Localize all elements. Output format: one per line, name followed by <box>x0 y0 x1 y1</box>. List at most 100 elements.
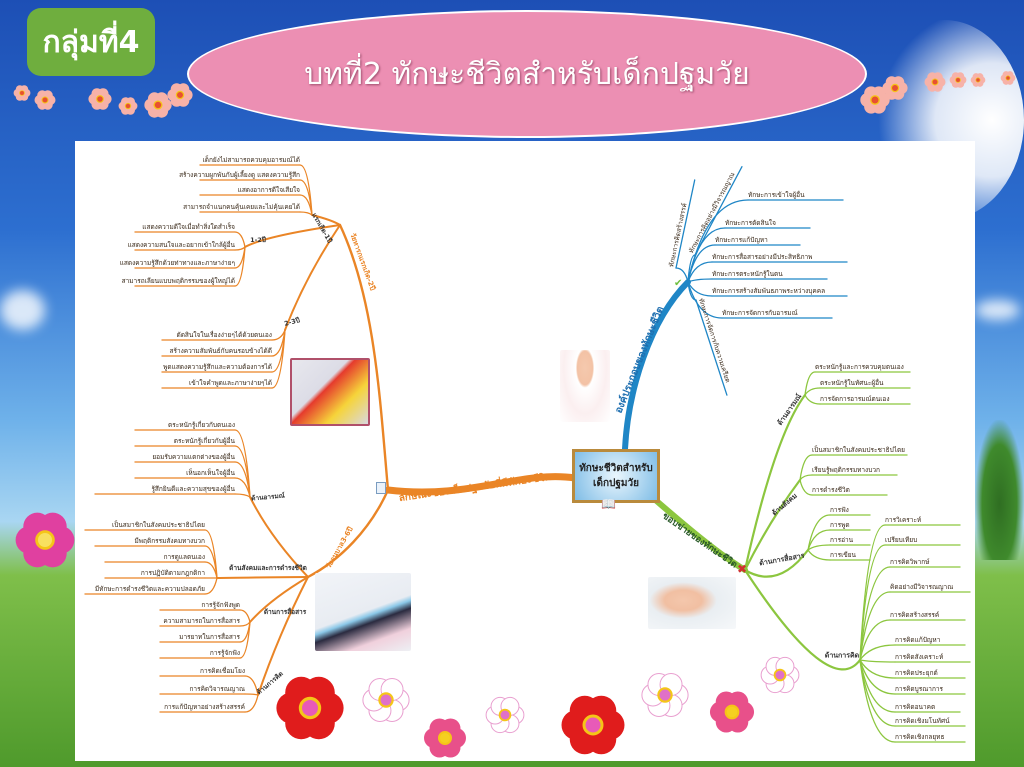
mindmap-leaf: สร้างความสัมพันธ์กับคนรอบข้างได้ดี <box>162 347 272 356</box>
mindmap-leaf-text: การดูแลตนเอง <box>163 553 205 561</box>
mindmap-leaf: เห็นอกเห็นใจผู้อื่น <box>135 469 235 478</box>
mindmap-leaf-text: การคิดอนาคต <box>895 703 936 711</box>
mindmap-leaf: สามารถเลียนแบบพฤติกรรมของผู้ใหญ่ได้ <box>122 277 235 286</box>
photo-baby-headphones <box>648 577 736 629</box>
mindmap-leaf-text: มีทักษะการดำรงชีวิตและความปลอดภัย <box>94 585 205 593</box>
book-icon: 📖 <box>601 497 616 511</box>
mindmap-leaf: การดูแลตนเอง <box>105 553 205 562</box>
cross-icon: ✖ <box>737 562 748 576</box>
mindmap-leaf-text: ตระหนักรู้ในทัศนะผู้อื่น <box>820 379 884 387</box>
mindmap-leaf-text: การปฏิบัติตามกฎกติกา <box>140 569 205 577</box>
mindmap-leaf: การคิดเชิงกลยุทธ <box>895 733 965 742</box>
mindmap-leaf: ตัดสินใจในเรื่องง่ายๆได้ด้วยตนเอง <box>162 331 272 340</box>
mindmap-leaf-text: ทักษะการแก้ปัญหา <box>715 236 768 244</box>
mindmap-leaf-text: ตระหนักรู้เกี่ยวกับผู้อื่น <box>173 437 235 445</box>
mindmap-leaf-text: ทักษะการจัดการกับอารมณ์ <box>722 309 798 317</box>
mindmap-leaf-text: เข้าใจคำพูดและภาษาง่ายๆได้ <box>189 379 272 387</box>
mindmap-leaf: ยอมรับความแตกต่างของผู้อื่น <box>135 453 235 462</box>
daisy-icon <box>13 85 31 101</box>
photo-toddler-at-desk <box>290 358 370 426</box>
mindmap-leaf: ทักษะการจัดการกับอารมณ์ <box>722 309 832 318</box>
mindmap-leaf: ทักษะการสื่อสารอย่างมีประสิทธิภาพ <box>712 253 847 262</box>
mindmap-leaf-text: การคิดเชื่อมโยง <box>200 667 245 675</box>
mindmap-leaf-text: สร้างความสัมพันธ์กับคนรอบข้างได้ดี <box>169 347 272 355</box>
mindmap-leaf: การคิดอนาคต <box>895 703 960 712</box>
mindmap-leaf-text: การคิดสร้างสรรค์ <box>890 611 940 619</box>
mindmap-leaf: ตระหนักรู้ในทัศนะผู้อื่น <box>820 379 910 388</box>
daisy-icon <box>167 83 193 107</box>
mindmap-leaf-text: การคิดประยุกต์ <box>895 669 938 677</box>
daisy-icon <box>118 97 138 115</box>
group-label-green: ด้านการคิด <box>824 651 860 660</box>
mindmap-leaf: ตระหนักรู้และการควบคุมตนเอง <box>815 363 910 372</box>
mindmap-leaf-text: เป็นสมาชิกในสังคมประชาธิปไตย <box>812 446 905 454</box>
mindmap-leaf: เปรียบเทียบ <box>885 536 960 545</box>
mindmap-leaf: การคิดประยุกต์ <box>895 669 965 678</box>
mindmap-leaf: การคิดสร้างสรรค์ <box>890 611 965 620</box>
mindmap-leaf: รู้สึกยินดีและความสุขของผู้อื่น <box>95 485 235 494</box>
mindmap-leaf-text: แสดงความสนใจและอยากเข้าใกล้ผู้อื่น <box>127 241 235 249</box>
tree <box>975 420 1024 560</box>
mindmap-leaf: ตระหนักรู้เกี่ยวกับผู้อื่น <box>135 437 235 446</box>
mindmap-leaf-text: การคิดวิจารณญาณ <box>189 685 246 693</box>
mindmap-leaf: การคิดบูรณาการ <box>895 685 965 694</box>
group-badge: กลุ่มที่4 <box>27 8 155 76</box>
photo-baby-sitting <box>560 350 610 422</box>
mindmap-leaf-text: เปรียบเทียบ <box>885 536 918 544</box>
mindmap-leaf-text: การฟัง <box>830 506 849 514</box>
mindmap-leaf: แสดงความดีใจเมื่อทำสิ่งใดสำเร็จ <box>135 223 235 232</box>
mindmap-leaf-text: การคิดบูรณาการ <box>895 685 944 693</box>
mindmap-leaf-text: สามารถเลียนแบบพฤติกรรมของผู้ใหญ่ได้ <box>121 277 235 285</box>
mindmap-leaf-text: ทักษะการเข้าใจผู้อื่น <box>748 191 805 199</box>
check-icon: ✔ <box>674 278 683 289</box>
mindmap-leaf-text: การวิเคราะห์ <box>885 516 922 524</box>
mindmap-leaf-text: ตัดสินใจในเรื่องง่ายๆได้ด้วยตนเอง <box>176 331 272 339</box>
mindmap-leaf-text: การรู้จักฟังพูด <box>201 601 240 609</box>
mindmap-leaf-text: การคิดวิพากษ์ <box>890 558 930 566</box>
mindmap-leaf: พูดแสดงความรู้สึกและความต้องการได้ <box>162 363 272 372</box>
mindmap-center-topic: ทักษะชีวิตสำหรับเด็กปฐมวัย <box>572 449 660 503</box>
mindmap-leaf: การวิเคราะห์ <box>885 516 960 525</box>
mindmap-leaf: การคิดวิจารณญาณ <box>160 685 246 694</box>
mindmap-leaf-text: สามารถจำแนกคนคุ้นเคยและไม่คุ้นเคยได้ <box>183 203 300 211</box>
mindmap-leaf: การคิดแก้ปัญหา <box>895 636 965 645</box>
mindmap-leaf: การคิดสังเคราะห์ <box>895 653 970 662</box>
slide-title: บทที่2 ทักษะชีวิตสำหรับเด็กปฐมวัย <box>187 10 867 138</box>
mindmap-leaf: การจัดการอารมณ์ตนเอง <box>820 395 910 404</box>
mindmap-leaf-text: การเขียน <box>830 551 856 559</box>
mindmap-leaf: การคิดเชื่อมโยง <box>160 667 245 676</box>
mindmap-leaf-text: การคิดแก้ปัญหา <box>895 636 941 644</box>
mindmap-leaf: การพูด <box>830 521 870 530</box>
document-icon <box>376 482 386 494</box>
mindmap-leaf-text: การคิดเชิงกลยุทธ <box>895 733 945 741</box>
mindmap-leaf-text: ความสามารถในการสื่อสาร <box>163 617 240 625</box>
group-label-orange: ด้านสังคมและการดำรงชีวิต <box>229 564 307 572</box>
mindmap-leaf: การเขียน <box>830 551 870 560</box>
mindmap-leaf: สามารถจำแนกคนคุ้นเคยและไม่คุ้นเคยได้ <box>183 203 300 212</box>
mindmap-leaf: มีทักษะการดำรงชีวิตและความปลอดภัย <box>85 585 205 594</box>
mindmap-leaf-text: ยอมรับความแตกต่างของผู้อื่น <box>152 453 235 461</box>
flower-icon <box>15 512 75 568</box>
mindmap-leaf-text: ทักษะการตระหนักรู้ในตน <box>712 270 783 278</box>
mindmap-leaf: เป็นสมาชิกในสังคมประชาธิปไตย <box>85 521 205 530</box>
mindmap-leaf-text: เป็นสมาชิกในสังคมประชาธิปไตย <box>112 521 205 529</box>
mindmap-leaf: ทักษะการแก้ปัญหา <box>715 236 800 245</box>
mindmap-leaf: การรู้จักฟังพูด <box>160 601 240 610</box>
mindmap-leaf-text: สร้างความผูกพันกับผู้เลี้ยงดู แสดงความรู… <box>179 171 300 179</box>
mindmap-leaf: การแก้ปัญหาอย่างสร้างสรรค์ <box>160 703 245 712</box>
cloud <box>975 300 1020 320</box>
mindmap-leaf-text: การรู้จักฟัง <box>209 649 240 657</box>
mindmap-leaf: เข้าใจคำพูดและภาษาง่ายๆได้ <box>162 379 272 388</box>
mindmap-leaf: เป็นสมาชิกในสังคมประชาธิปไตย <box>812 446 907 455</box>
mindmap-leaf-text: การแก้ปัญหาอย่างสร้างสรรค์ <box>164 703 245 711</box>
mindmap-leaf-text: ทักษะการตัดสินใจ <box>725 219 776 227</box>
mindmap-leaf: การอ่าน <box>830 536 870 545</box>
mindmap-leaf: แสดงความรู้สึกด้วยท่าทางและภาษาง่ายๆ <box>120 259 235 268</box>
mindmap-leaf: ทักษะการเข้าใจผู้อื่น <box>748 191 843 200</box>
mindmap-leaf: มารยาทในการสื่อสาร <box>160 633 240 642</box>
mindmap-leaf: มีพฤติกรรมสังคมทางบวก <box>95 537 205 546</box>
mindmap-leaf: การฟัง <box>830 506 870 515</box>
photo-girl-at-desk <box>315 573 411 651</box>
mindmap-leaf-text: เรียนรู้พฤติกรรมทางบวก <box>812 466 880 474</box>
mindmap-leaf: ทักษะการสร้างสัมพันธภาพระหว่างบุคคล <box>712 287 847 296</box>
